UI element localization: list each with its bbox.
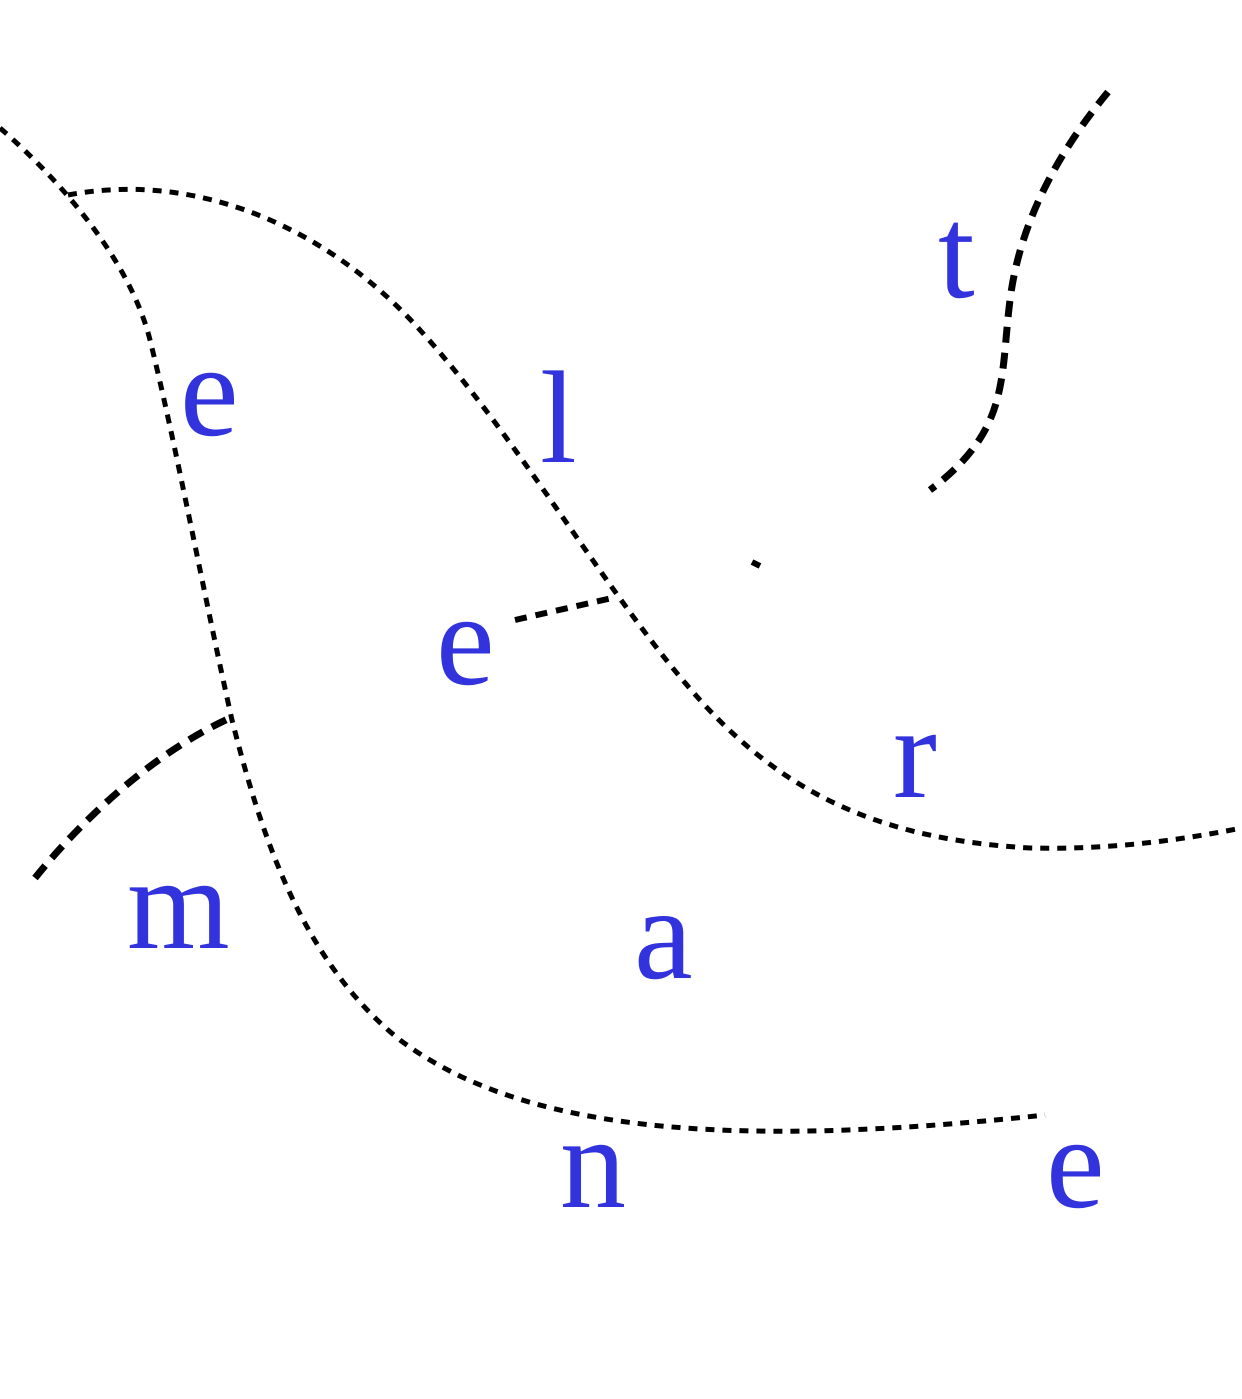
letter-a: a: [634, 860, 693, 1007]
curve-small-tick: [750, 559, 762, 569]
curve-lower-left: [32, 714, 232, 881]
curve-left-vertical: [0, 126, 1046, 1134]
curve-middle-branch: [514, 595, 613, 623]
letter-t: t: [938, 179, 975, 326]
letter-e-lower-right: e: [1046, 1089, 1105, 1236]
curve-top-arc: [67, 186, 1242, 851]
letter-r: r: [893, 679, 937, 826]
letter-e-middle: e: [436, 566, 495, 713]
letter-m: m: [127, 830, 230, 977]
letter-e-upper-left: e: [180, 317, 239, 464]
letter-l: l: [540, 344, 577, 491]
letter-n: n: [560, 1089, 626, 1236]
curve-top-right: [927, 89, 1111, 493]
